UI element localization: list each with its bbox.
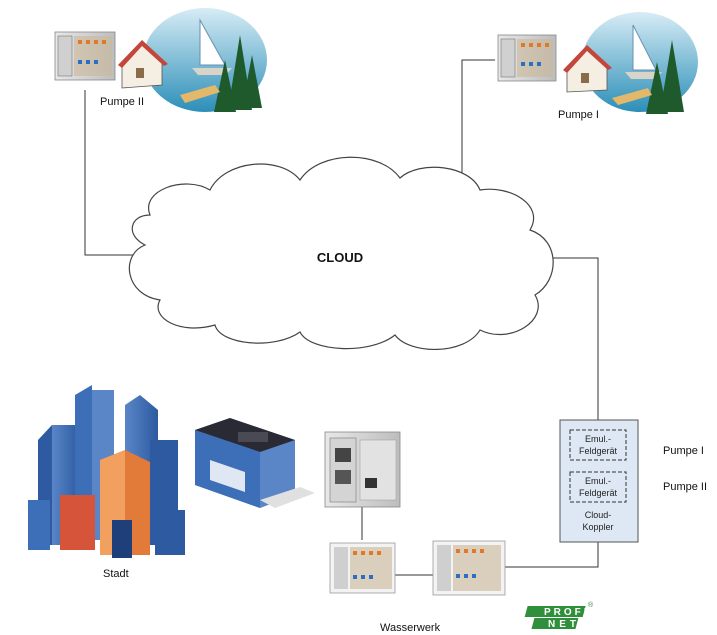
- line-pump1-cloud: [461, 59, 495, 185]
- profinet-logo-line2: NET: [548, 619, 580, 630]
- waterworks-label: Wasserwerk: [380, 622, 441, 634]
- plc-module-icon: [54, 31, 116, 81]
- profinet-logo: PROFI NET ®: [524, 601, 594, 630]
- pump2-site: [54, 8, 267, 112]
- cloud-label: CLOUD: [317, 250, 363, 265]
- pump1-site: [497, 12, 698, 114]
- profinet-logo-mark: ®: [588, 601, 594, 609]
- cloud-coupler-box: Emul.- Feldgerät Emul.- Feldgerät Cloud-…: [559, 419, 639, 543]
- house-icon: [118, 40, 168, 89]
- city-label: Stadt: [103, 568, 129, 580]
- sailboat-icon: [199, 18, 226, 66]
- coupler-side-label-1: Pumpe I: [663, 445, 704, 457]
- io-module-left-icon: [329, 542, 396, 594]
- cloud-shape: [128, 156, 554, 351]
- coupler-side-label-2: Pumpe II: [663, 481, 708, 493]
- pine-trees-icon: [646, 40, 684, 114]
- line-cloud-coupler: [540, 257, 599, 420]
- line-coupler-module: [505, 542, 599, 568]
- emulated-device-slot-2: [569, 471, 627, 503]
- plc-module-icon: [497, 34, 557, 82]
- pump1-label: Pumpe I: [558, 109, 599, 121]
- line-pump2-cloud: [84, 90, 135, 256]
- coupler-title-line2: Koppler: [582, 522, 613, 532]
- connection-lines: [84, 59, 599, 576]
- factory-building-icon: [195, 418, 315, 508]
- io-module-right-icon: [432, 540, 506, 596]
- controller-cpu-icon: [324, 431, 401, 508]
- slot2-line2: Feldgerät: [579, 488, 618, 498]
- slot1-line1: Emul.-: [585, 434, 611, 444]
- profinet-logo-line1: PROFI: [544, 607, 590, 618]
- slot1-line2: Feldgerät: [579, 446, 618, 456]
- pump2-label: Pumpe II: [100, 96, 145, 108]
- coupler-title-line1: Cloud-: [585, 510, 612, 520]
- city-buildings-icon: [28, 385, 185, 558]
- emulated-device-slot-1: [569, 429, 627, 461]
- sailboat-icon: [632, 24, 657, 71]
- pine-trees-icon: [214, 35, 262, 112]
- slot2-line1: Emul.-: [585, 476, 611, 486]
- house-icon: [563, 45, 612, 93]
